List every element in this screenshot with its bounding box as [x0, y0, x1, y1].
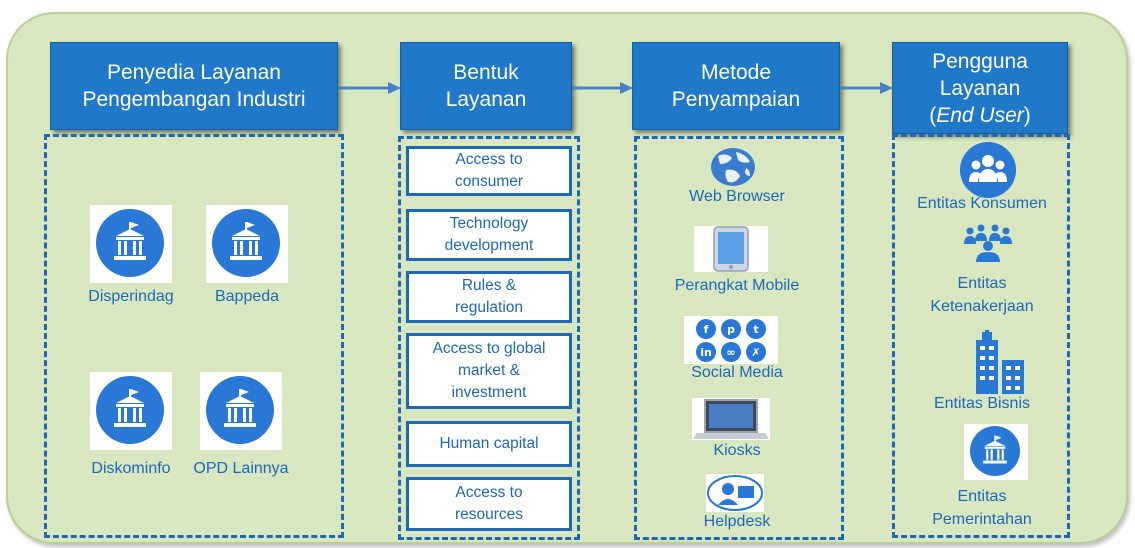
header-line: Bentuk [453, 61, 519, 84]
header-line: Metode [700, 61, 772, 84]
helpdesk-icon-box [706, 474, 764, 512]
service-box: Access to global market & investment [406, 333, 572, 409]
svg-text:f: f [704, 323, 709, 336]
service-line: Access to [455, 151, 523, 168]
service-line: consumer [454, 173, 524, 190]
people-group-icon [960, 142, 1016, 198]
providers-container [44, 134, 344, 538]
svg-text:p: p [727, 323, 735, 336]
social-media-icon: f p t in ∞ ✗ [696, 319, 766, 362]
helpdesk-icon [707, 475, 763, 511]
service-line: Human capital [439, 435, 539, 452]
tablet-icon-box [694, 226, 768, 272]
service-line: Access to [455, 484, 523, 501]
provider-label: Bappeda [214, 288, 280, 305]
svg-text:∞: ∞ [726, 346, 735, 359]
arrow-right-icon [840, 82, 893, 94]
header-line: Penyampaian [671, 88, 801, 111]
header-bentuk-layanan: Bentuk Layanan [400, 42, 572, 130]
disperindag-icon-box [90, 205, 172, 283]
service-line: resources [454, 506, 524, 523]
tablet-icon [713, 226, 749, 272]
diskominfo-icon-box [90, 372, 172, 450]
header-pengguna-layanan: Pengguna Layanan (End User) [892, 42, 1068, 134]
provider-label: OPD Lainnya [193, 460, 289, 477]
methods-container [634, 136, 844, 540]
service-line: regulation [454, 299, 524, 316]
header-line: Layanan [939, 76, 1021, 100]
laptop-icon-box [692, 398, 770, 440]
arrow-right-icon [572, 82, 633, 94]
arrow-right-icon [338, 82, 401, 94]
government-building-icon [970, 426, 1020, 476]
provider-label: Disperindag [88, 288, 174, 305]
service-box: Access to consumer [406, 146, 572, 196]
svg-text:✗: ✗ [751, 346, 760, 359]
service-box: Human capital [406, 421, 572, 467]
service-box: Rules & regulation [406, 271, 572, 323]
social-media-icon-box: f p t in ∞ ✗ [684, 316, 778, 364]
service-line: market & [457, 362, 520, 379]
method-label: Helpdesk [703, 513, 771, 530]
header-metode-penyampaian: Metode Penyampaian [632, 42, 840, 130]
user-label: Entitas Bisnis [933, 395, 1031, 412]
office-buildings-icon [976, 330, 1024, 394]
svg-text:t: t [753, 323, 758, 336]
header-line: Pengguna [932, 49, 1028, 73]
provider-label: Diskominfo [91, 460, 171, 477]
service-line: development [444, 237, 534, 254]
method-label: Kiosks [713, 442, 761, 459]
laptop-icon [693, 399, 769, 439]
header-line: (End User) [929, 103, 1031, 127]
service-line: Access to global [432, 340, 546, 357]
header-line: Pengembangan Industri [82, 88, 306, 111]
government-building-icon [96, 376, 164, 444]
opd-lainnya-icon-box [200, 372, 282, 450]
user-label: Entitas [957, 488, 1007, 505]
government-building-icon [212, 209, 280, 277]
user-label: Entitas [957, 275, 1007, 292]
header-line: Penyedia Layanan [107, 61, 281, 84]
method-label: Perangkat Mobile [674, 277, 800, 294]
bappeda-icon-box [206, 205, 288, 283]
method-label: Social Media [691, 364, 783, 381]
user-label: Pemerintahan [932, 511, 1032, 528]
pemerintahan-icon-box [964, 424, 1028, 480]
service-box: Access to resources [406, 477, 572, 531]
globe-icon [711, 148, 755, 186]
services-container [398, 136, 580, 540]
header-line: Layanan [445, 88, 527, 111]
workers-icon [964, 224, 1012, 262]
user-label: Entitas Konsumen [917, 195, 1047, 212]
users-container [892, 134, 1070, 538]
service-line: investment [451, 384, 527, 401]
government-building-icon [96, 209, 164, 277]
svg-text:in: in [700, 346, 712, 359]
government-building-icon [206, 376, 274, 444]
user-label: Ketenakerjaan [930, 298, 1034, 315]
service-box: Technology development [406, 209, 572, 261]
service-line: Rules & [461, 277, 517, 294]
service-line: Technology [449, 215, 529, 232]
method-label: Web Browser [689, 188, 785, 205]
header-penyedia-layanan: Penyedia Layanan Pengembangan Industri [50, 42, 338, 130]
